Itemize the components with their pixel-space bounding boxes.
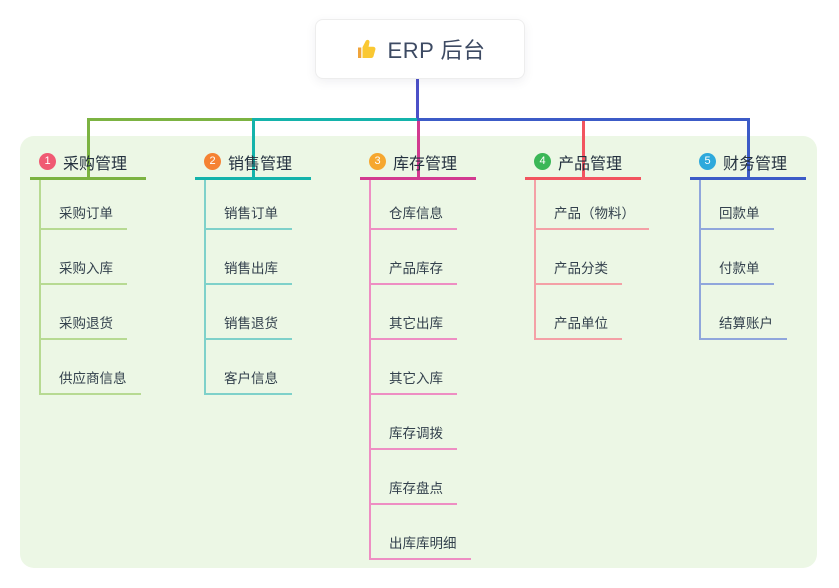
child-node[interactable]: 其它入库 — [369, 361, 457, 395]
branch-label: 产品管理 — [558, 155, 623, 173]
branch-header-sales[interactable]: 2 销售管理 — [195, 146, 311, 180]
branch-drop-line — [252, 118, 255, 180]
branch-number-badge: 4 — [534, 153, 551, 170]
branch-header-purchase[interactable]: 1 采购管理 — [30, 146, 146, 180]
child-node[interactable]: 产品库存 — [369, 251, 457, 285]
branch-drop-line — [582, 118, 585, 180]
child-node[interactable]: 销售退货 — [204, 306, 292, 340]
child-node[interactable]: 销售出库 — [204, 251, 292, 285]
child-node[interactable]: 结算账户 — [699, 306, 787, 340]
mindmap-root-node[interactable]: ERP 后台 — [315, 19, 525, 79]
child-node[interactable]: 其它出库 — [369, 306, 457, 340]
child-node[interactable]: 仓库信息 — [369, 196, 457, 230]
branch-number-badge: 2 — [204, 153, 221, 170]
branch-child-rail — [39, 180, 41, 395]
child-node[interactable]: 客户信息 — [204, 361, 292, 395]
branch-child-rail — [534, 180, 536, 340]
branch-label: 采购管理 — [63, 155, 128, 173]
branch-number-badge: 1 — [39, 153, 56, 170]
child-node[interactable]: 回款单 — [699, 196, 774, 230]
child-node[interactable]: 库存盘点 — [369, 471, 457, 505]
child-node[interactable]: 产品单位 — [534, 306, 622, 340]
child-node[interactable]: 付款单 — [699, 251, 774, 285]
child-node[interactable]: 供应商信息 — [39, 361, 141, 395]
branch-number-badge: 5 — [699, 153, 716, 170]
child-node[interactable]: 库存调拨 — [369, 416, 457, 450]
branch-header-finance[interactable]: 5 财务管理 — [690, 146, 806, 180]
branch-drop-line — [87, 118, 90, 180]
branch-child-rail — [369, 180, 371, 560]
branch-label: 销售管理 — [228, 155, 293, 173]
branch-bus-line — [252, 118, 417, 121]
branch-header-product[interactable]: 4 产品管理 — [525, 146, 641, 180]
root-label: ERP 后台 — [387, 38, 486, 63]
child-node[interactable]: 采购订单 — [39, 196, 127, 230]
root-stem-line — [416, 78, 419, 118]
child-node[interactable]: 采购退货 — [39, 306, 127, 340]
branches-background-panel — [20, 136, 817, 568]
branch-drop-line — [747, 118, 750, 180]
branch-bus-line — [87, 118, 252, 121]
thumbs-up-icon — [357, 39, 375, 58]
branch-bus-line — [417, 118, 750, 121]
branch-number-badge: 3 — [369, 153, 386, 170]
branch-label: 库存管理 — [393, 155, 458, 173]
child-node[interactable]: 产品分类 — [534, 251, 622, 285]
branch-drop-line — [417, 118, 420, 180]
branch-label: 财务管理 — [723, 155, 788, 173]
child-node[interactable]: 出库库明细 — [369, 526, 471, 560]
child-node[interactable]: 产品（物料） — [534, 196, 649, 230]
branch-child-rail — [699, 180, 701, 340]
child-node[interactable]: 销售订单 — [204, 196, 292, 230]
branch-header-inventory[interactable]: 3 库存管理 — [360, 146, 476, 180]
child-node[interactable]: 采购入库 — [39, 251, 127, 285]
branch-child-rail — [204, 180, 206, 395]
